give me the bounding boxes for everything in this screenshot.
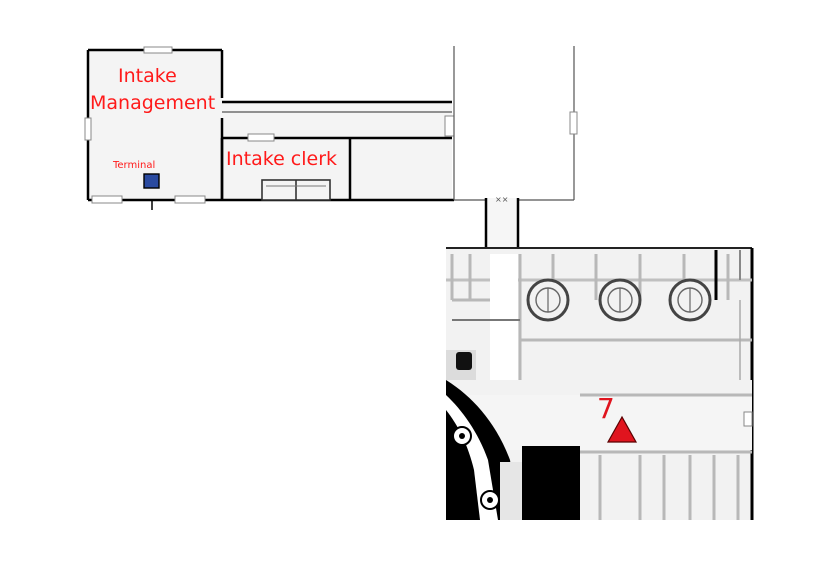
location-marker-label: 7 <box>597 392 615 425</box>
location-marker-7[interactable]: 7 <box>597 392 638 443</box>
triangle-marker-icon <box>606 415 638 443</box>
column-3 <box>668 278 712 322</box>
right-block <box>453 46 578 201</box>
terminal-label: Terminal <box>112 160 155 171</box>
intake-management-label-line2: Management <box>90 92 215 114</box>
connector-corridor: ×× ×× <box>484 195 520 257</box>
column-1 <box>526 278 570 322</box>
terminal-marker[interactable]: Terminal <box>112 160 160 189</box>
svg-text:××: ×× <box>495 195 508 204</box>
intake-management-label-line1: Intake <box>118 65 177 87</box>
column-2 <box>598 278 642 322</box>
intake-clerk-room <box>220 133 454 202</box>
upper-wing: ×× ×× <box>84 46 578 257</box>
intake-clerk-label: Intake clerk <box>226 148 337 170</box>
lower-area <box>446 247 754 520</box>
terminal-icon <box>143 173 160 189</box>
